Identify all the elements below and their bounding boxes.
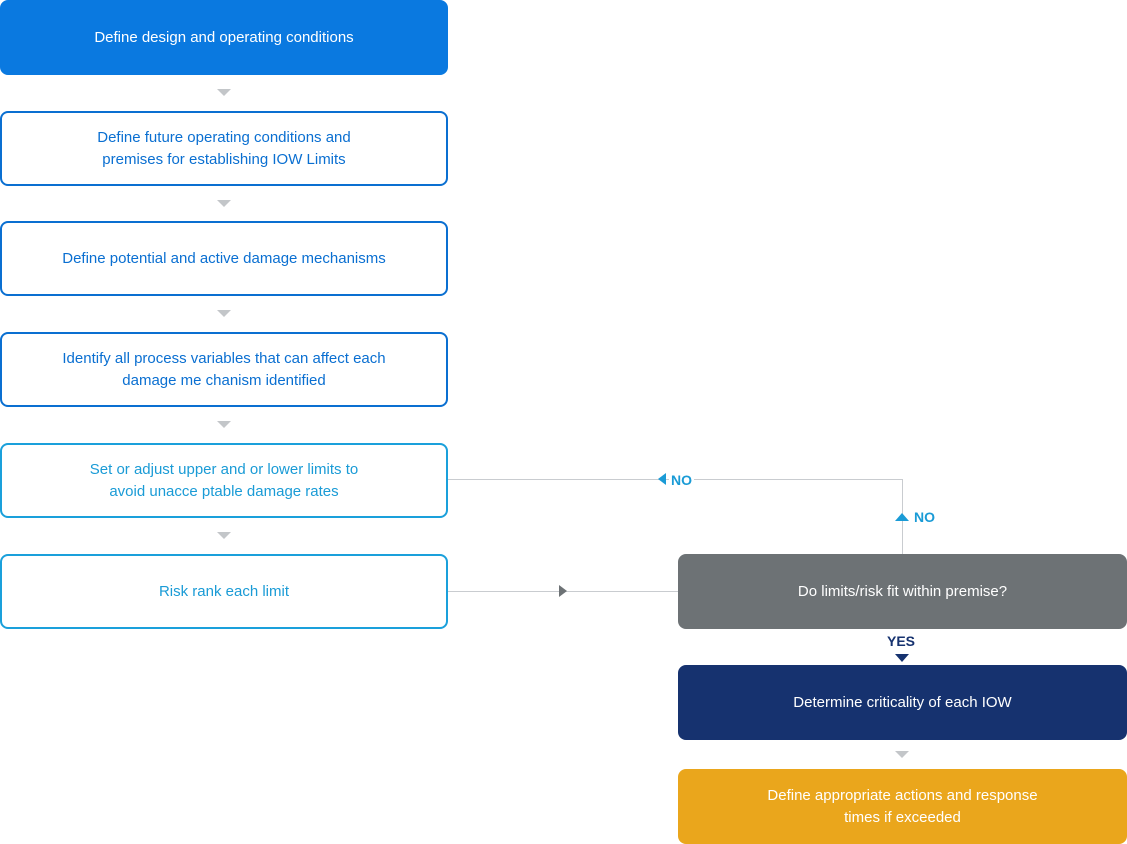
arrow-down-icon: [217, 310, 231, 317]
step-set-limits-label: Set or adjust upper and or lower limits …: [89, 460, 359, 500]
arrow-down-icon: [217, 532, 231, 539]
arrow-up-icon: [895, 513, 909, 521]
step-damage-mechanisms: Define potential and active damage mecha…: [0, 221, 448, 296]
step-design-conditions-label: Define design and operating conditions: [94, 28, 354, 46]
no-label-left: NO: [669, 472, 694, 488]
arrow-down-icon: [895, 654, 909, 662]
step-process-variables-label: Identify all process variables that can …: [62, 349, 386, 389]
step-process-variables: Identify all process variables that can …: [0, 332, 448, 407]
step-risk-rank-label: Risk rank each limit: [158, 582, 290, 600]
step-future-conditions-label: Define future operating conditions and p…: [97, 128, 351, 168]
decision-premise-fit: Do limits/risk fit within premise?: [678, 554, 1127, 629]
step-actions: Define appropriate actions and response …: [678, 769, 1127, 844]
step-set-limits: Set or adjust upper and or lower limits …: [0, 443, 448, 518]
no-label-up: NO: [914, 509, 935, 525]
arrow-down-icon: [217, 421, 231, 428]
step-actions-label: Define appropriate actions and response …: [767, 786, 1038, 826]
step-future-conditions: Define future operating conditions and p…: [0, 111, 448, 186]
arrow-right-icon: [559, 585, 567, 597]
step-design-conditions: Define design and operating conditions: [0, 0, 448, 75]
step-damage-mechanisms-label: Define potential and active damage mecha…: [62, 249, 386, 267]
step-risk-rank: Risk rank each limit: [0, 554, 448, 629]
yes-label: YES: [887, 633, 916, 649]
step-criticality-label: Determine criticality of each IOW: [793, 693, 1012, 711]
arrow-down-icon: [895, 751, 909, 758]
step-criticality: Determine criticality of each IOW: [678, 665, 1127, 740]
arrow-down-icon: [217, 89, 231, 96]
decision-premise-fit-label: Do limits/risk fit within premise?: [797, 582, 1008, 600]
arrow-down-icon: [217, 200, 231, 207]
arrow-left-icon: [658, 473, 666, 485]
